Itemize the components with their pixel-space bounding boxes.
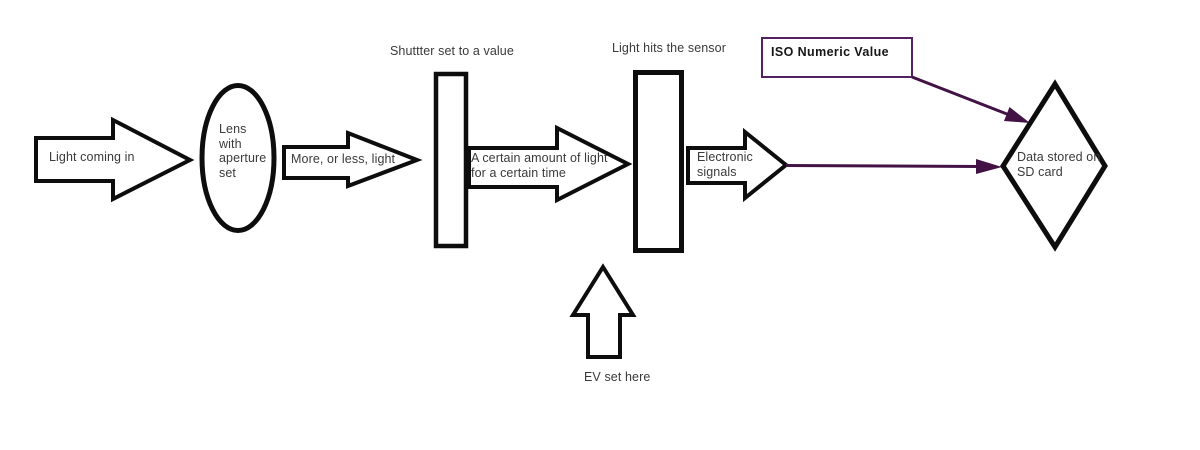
ev-up-arrow (569, 263, 637, 359)
certain-amount-of-light-label: A certain amount of light for a certain … (471, 151, 608, 180)
signals-connector-arrowhead-icon (976, 159, 1002, 174)
electronic-signals-label: Electronic signals (697, 150, 753, 179)
certain-amount-of-light-arrow (467, 124, 633, 204)
sd-card-diamond (1000, 79, 1108, 252)
more-or-less-light-arrow (282, 130, 423, 189)
shutter-rect (433, 71, 469, 249)
ev-set-here-label: EV set here (584, 370, 651, 384)
electronic-signals-arrow (686, 127, 790, 203)
light-coming-in-arrow (34, 116, 195, 203)
lens-aperture-label: Lens with aperture set (219, 122, 267, 180)
light-coming-in-label: Light coming in (49, 150, 135, 164)
sensor-rect (633, 70, 684, 253)
iso-numeric-value-label: ISO Numeric Value (771, 45, 889, 59)
lens-ellipse (199, 83, 277, 233)
iso-value-box (761, 37, 913, 78)
light-hits-sensor-label: Light hits the sensor (612, 41, 726, 55)
iso-connector-line (911, 75, 1013, 118)
data-stored-sd-card-label: Data stored on SD card (1017, 150, 1101, 179)
shutter-set-label: Shuttter set to a value (390, 44, 514, 58)
signals-connector-line (785, 164, 981, 168)
iso-connector-arrowhead-icon (1004, 107, 1030, 123)
more-or-less-light-label: More, or less, light (291, 152, 396, 166)
